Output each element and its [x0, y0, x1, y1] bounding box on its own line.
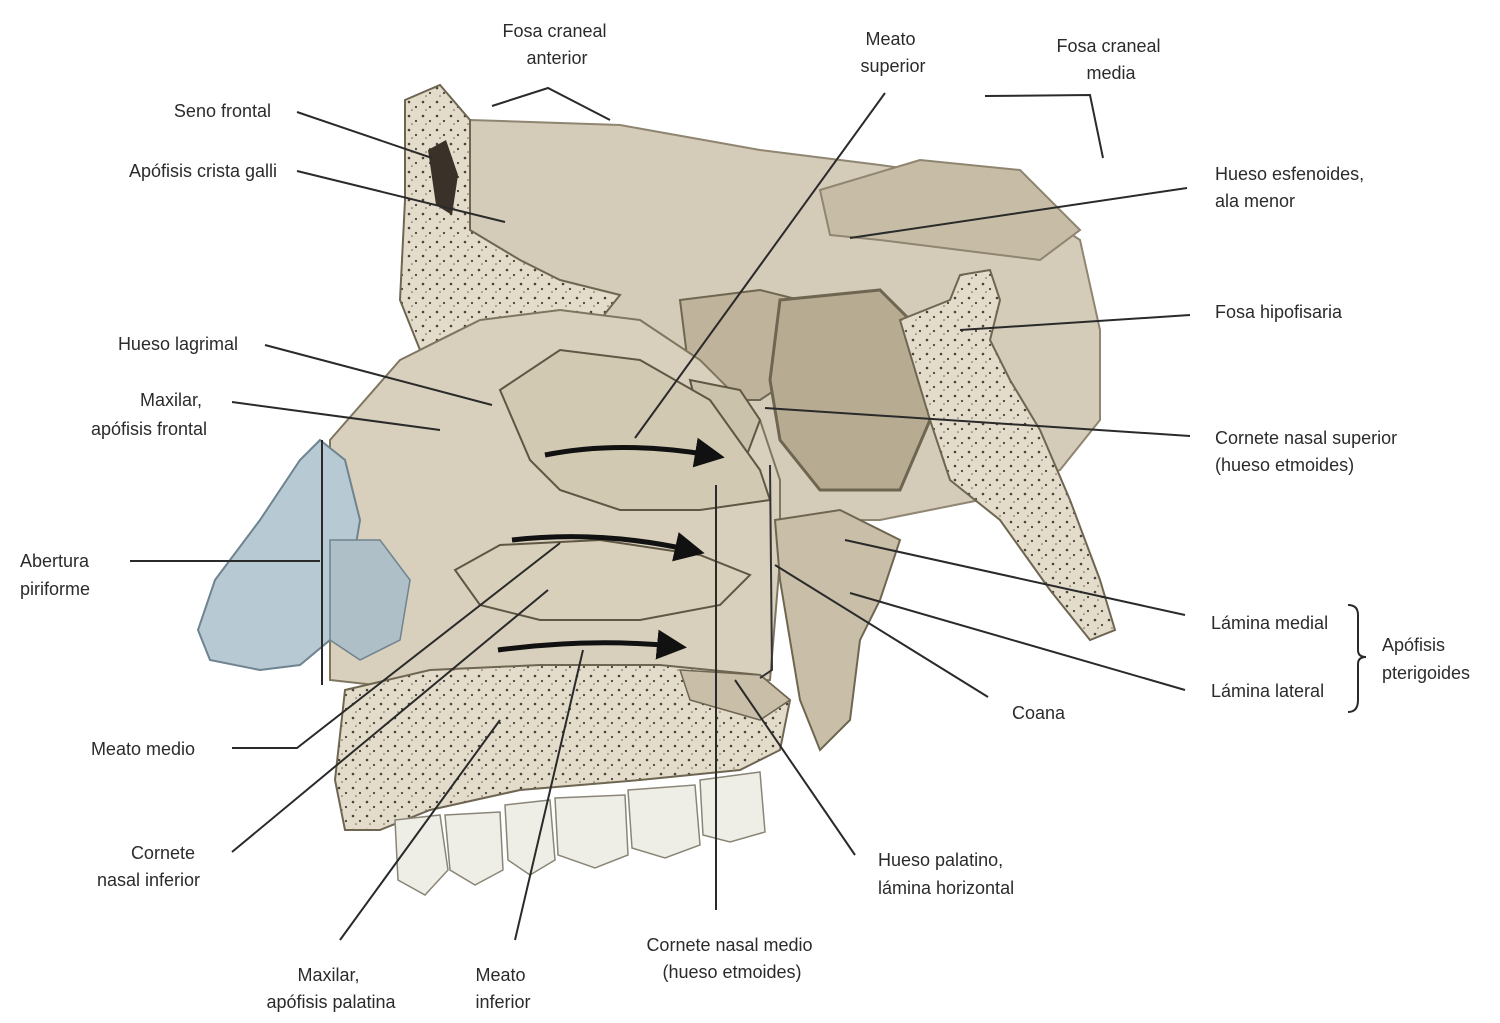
leader-fosa-hipofisaria [959, 314, 1191, 331]
label-fosa-craneal-media: Fosa craneal media [1056, 36, 1165, 83]
labels: Fosa craneal anterior Meato superior Fos… [20, 21, 1470, 1012]
label-cornete-nasal-superior: Cornete nasal superior (hueso etmoides) [1215, 428, 1402, 475]
label-coana: Coana [1012, 703, 1066, 723]
label-fosa-hipofisaria: Fosa hipofisaria [1215, 302, 1343, 322]
leader-fosa-craneal-anterior [491, 86, 611, 121]
label-cornete-nasal-inferior: Cornete nasal inferior [97, 843, 200, 890]
leader-apofisis-crista-galli [296, 170, 506, 223]
leader-fosa-craneal-media [984, 93, 1104, 159]
label-hueso-esfenoides: Hueso esfenoides, ala menor [1215, 164, 1369, 211]
label-lamina-medial: Lámina medial [1211, 613, 1328, 633]
label-seno-frontal: Seno frontal [174, 101, 271, 121]
inferior-meatus-arrow [497, 629, 687, 660]
leader-meato-superior [634, 92, 886, 439]
leader-lines [130, 86, 1367, 941]
nasal-cartilage [196, 438, 362, 672]
frontal-sinus [428, 140, 458, 215]
leader-meato-inferior [514, 649, 584, 941]
leader-maxilar-apofisis-palatina [339, 719, 501, 941]
leader-seno-frontal [296, 111, 433, 159]
sphenoid-sinus [768, 288, 932, 492]
leader-hueso-palatino [734, 679, 856, 856]
choana-outline [759, 464, 774, 679]
leader-lamina-lateral [849, 592, 1186, 691]
leader-maxilar-apofisis-frontal [231, 401, 441, 431]
label-lamina-lateral: Lámina lateral [1211, 681, 1324, 701]
label-maxilar-apofisis-frontal: Maxilar, apófisis frontal [91, 390, 207, 439]
leader-lamina-medial [844, 539, 1186, 616]
label-abertura-piriforme: Abertura piriforme [20, 551, 94, 599]
tooth [699, 771, 766, 843]
label-hueso-palatino: Hueso palatino, lámina horizontal [878, 850, 1014, 898]
leader-hueso-lagrimal [264, 344, 493, 406]
leader-cornete-nasal-superior [764, 407, 1191, 437]
label-apofisis-crista-galli: Apófisis crista galli [129, 161, 277, 181]
superior-meatus-arrow [544, 437, 725, 468]
middle-meatus-arrow [511, 532, 705, 562]
label-maxilar-apofisis-palatina: Maxilar, apófisis palatina [266, 965, 396, 1012]
label-hueso-lagrimal: Hueso lagrimal [118, 334, 238, 354]
label-meato-inferior: Meato inferior [475, 965, 530, 1012]
tooth [444, 811, 504, 886]
label-apofisis-pterigoides: Apófisis pterigoides [1382, 635, 1470, 683]
leader-cornete-nasal-inferior [231, 589, 549, 853]
palatine-horizontal-plate [678, 669, 792, 721]
sphenoid-body [898, 268, 1117, 642]
tooth [504, 799, 556, 876]
label-fosa-craneal-anterior: Fosa craneal anterior [502, 21, 611, 68]
illustration [196, 83, 1117, 896]
label-meato-superior: Meato superior [860, 29, 925, 76]
alar-cartilage [329, 539, 411, 661]
pterygoid-plates [773, 508, 902, 752]
tooth [627, 784, 701, 859]
sphenoid-wing [818, 158, 1082, 262]
tooth [554, 794, 629, 869]
label-meato-medio: Meato medio [91, 739, 195, 759]
tooth [394, 814, 449, 896]
frontal-bone [398, 83, 622, 352]
leader-hueso-esfenoides [849, 187, 1188, 239]
leader-coana [774, 564, 989, 698]
bracket-apofisis-pterigoides [1347, 604, 1367, 713]
label-cornete-nasal-medio: Cornete nasal medio (hueso etmoides) [646, 935, 817, 982]
leader-meato-medio [232, 542, 561, 749]
